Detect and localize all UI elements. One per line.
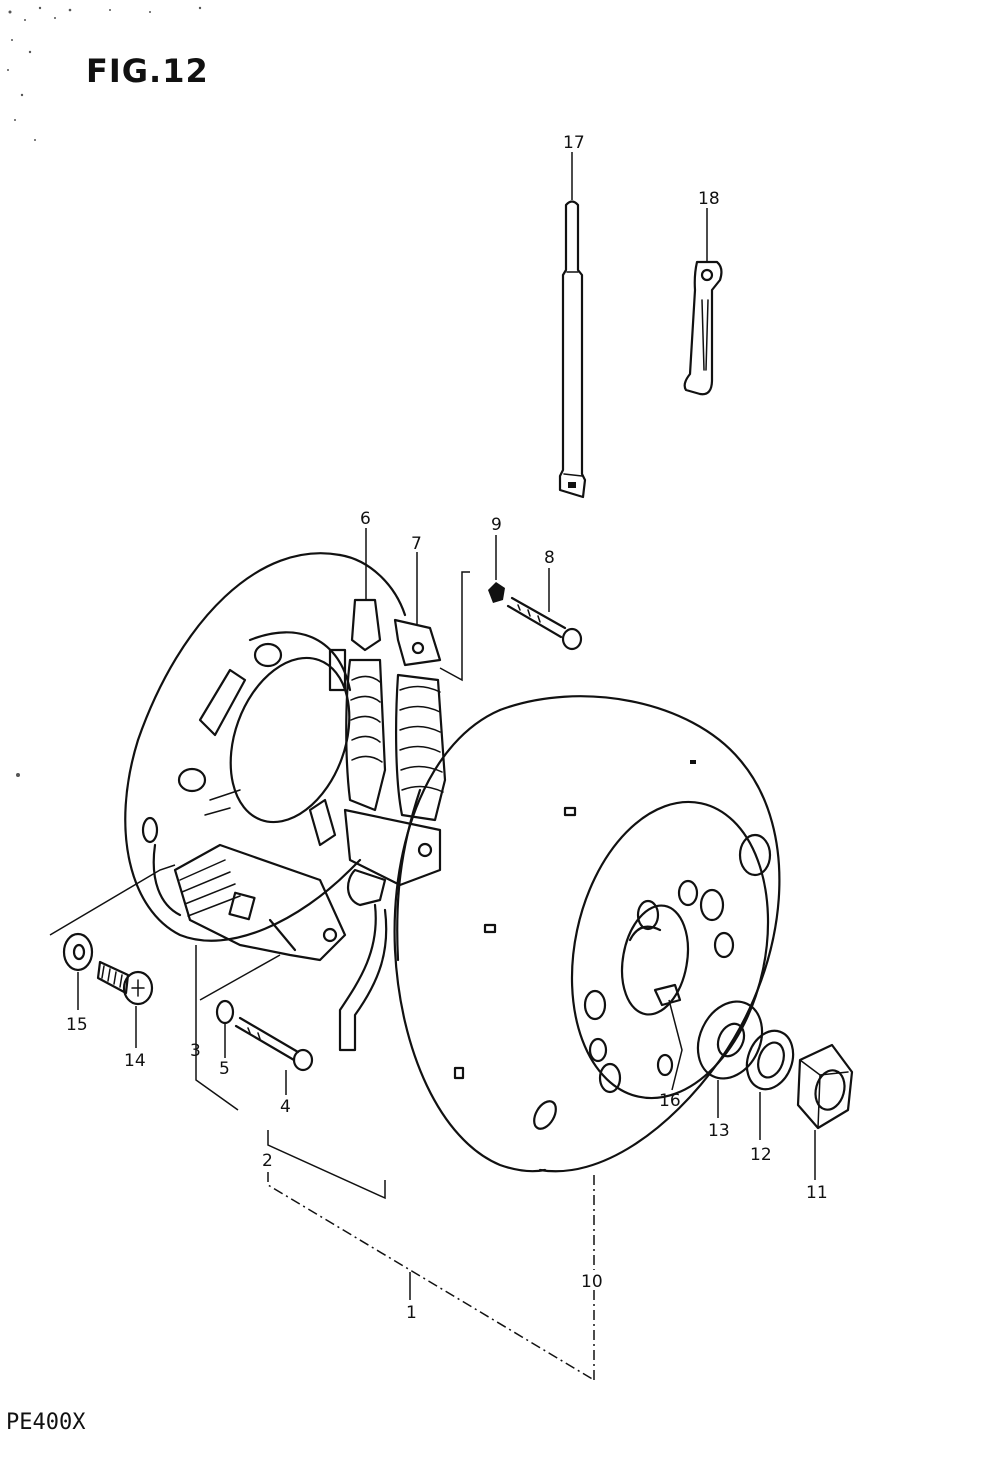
coil-assembly xyxy=(338,598,447,1052)
callout-14: 14 xyxy=(124,1051,146,1071)
callout-11: 11 xyxy=(806,1183,828,1203)
callout-8: 8 xyxy=(544,548,555,568)
part-4-screw xyxy=(234,1016,314,1072)
scan-noise xyxy=(7,6,202,777)
part-3-pulser-unit xyxy=(173,843,347,962)
part-11-nut xyxy=(796,1043,854,1130)
callout-16: 16 xyxy=(659,1091,681,1111)
callout-9: 9 xyxy=(491,515,502,535)
callout-15: 15 xyxy=(66,1015,88,1035)
part-14-screw xyxy=(96,960,154,1006)
callout-4: 4 xyxy=(280,1097,291,1117)
callout-18: 18 xyxy=(698,189,720,209)
callout-2: 2 xyxy=(262,1151,273,1171)
callout-12: 12 xyxy=(750,1145,772,1165)
callout-6: 6 xyxy=(360,509,371,529)
callout-labels: 17 18 6 7 9 8 15 14 3 5 4 2 1 10 16 13 1… xyxy=(66,133,828,1323)
leader-lines xyxy=(49,152,816,1381)
callout-13: 13 xyxy=(708,1121,730,1141)
part-8-screw xyxy=(506,596,583,651)
part-15-washer xyxy=(62,932,94,972)
callout-5: 5 xyxy=(219,1059,230,1079)
callout-10: 10 xyxy=(581,1272,603,1292)
part-10-rotor xyxy=(393,695,781,1173)
part-9-nut xyxy=(488,582,505,603)
part-17-tool xyxy=(558,200,587,499)
model-code: PE400X xyxy=(6,1410,86,1435)
figure-title: FIG.12 xyxy=(86,52,209,90)
callout-17: 17 xyxy=(563,133,585,153)
part-18-bracket xyxy=(683,260,723,396)
part-13-washer xyxy=(696,1000,764,1080)
callout-1: 1 xyxy=(406,1303,417,1323)
part-12-lock-washer xyxy=(745,1029,795,1091)
stator-plate xyxy=(124,552,407,942)
callout-3: 3 xyxy=(190,1041,201,1061)
callout-7: 7 xyxy=(411,534,422,554)
part-5-washer xyxy=(215,999,235,1025)
